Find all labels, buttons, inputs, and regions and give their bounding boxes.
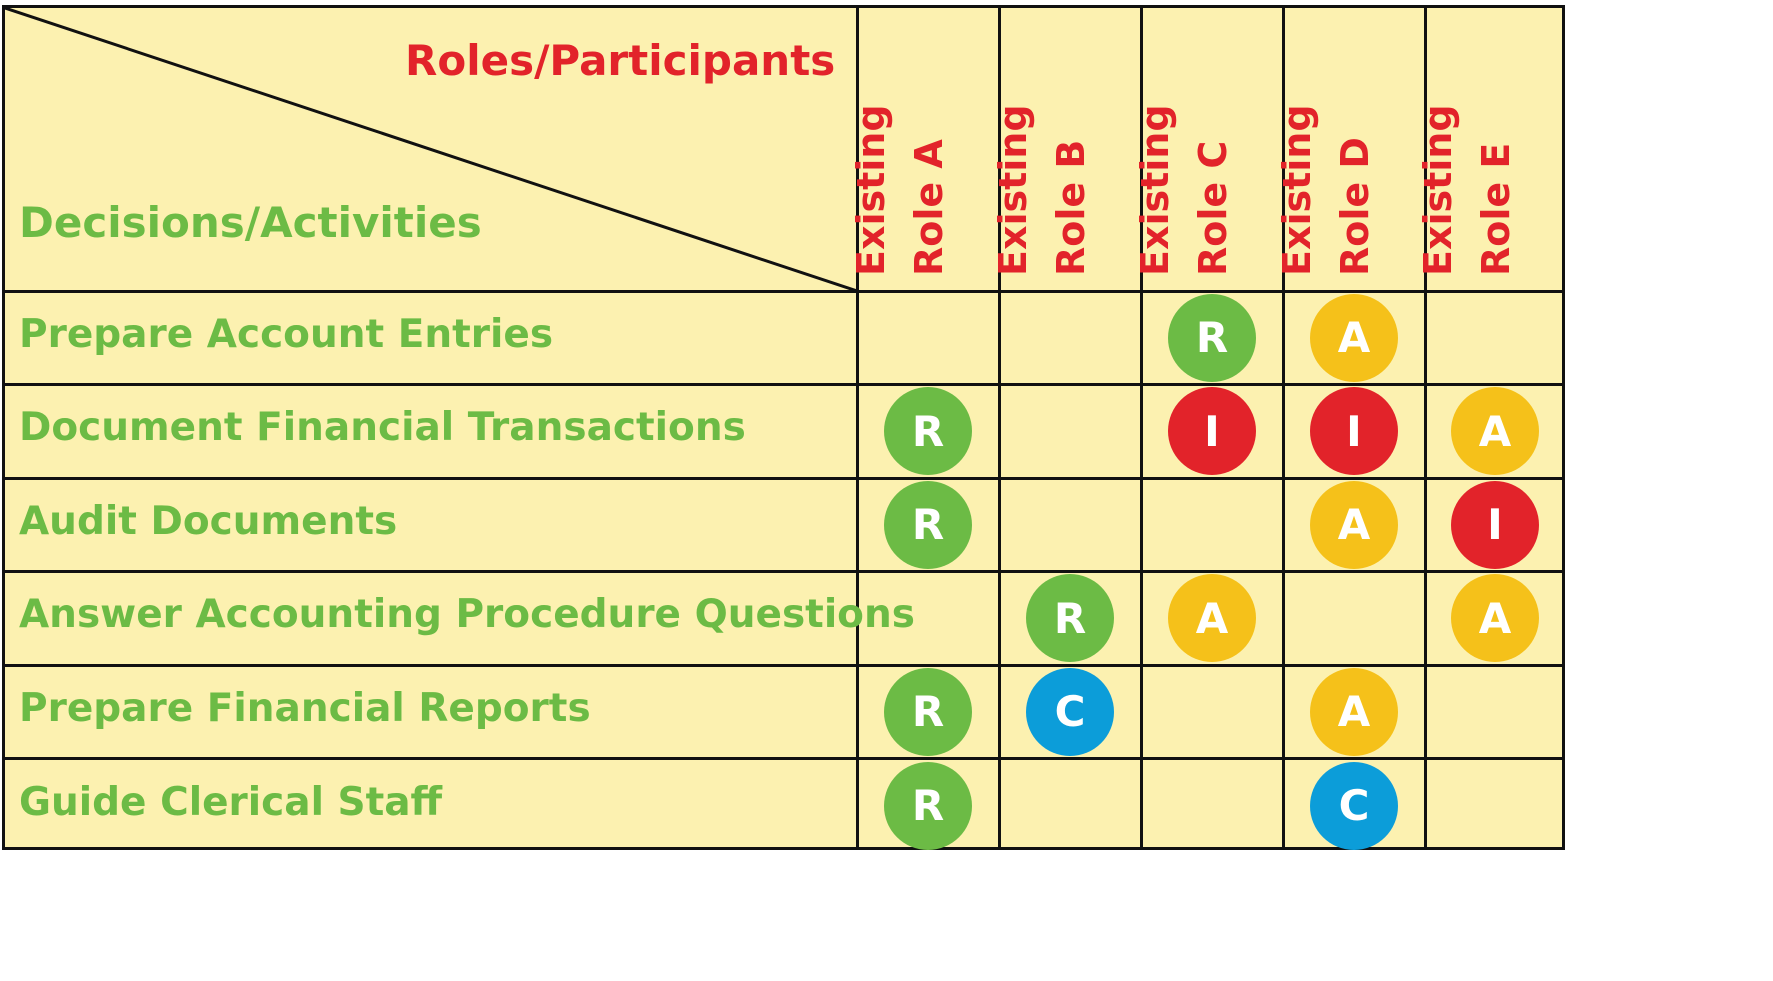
role-header-a: Existing Role A: [849, 8, 999, 290]
role-line-2: Role C: [1191, 140, 1235, 276]
role-line-1: Existing: [1416, 104, 1460, 276]
header-diagonal-divider: [5, 8, 857, 293]
activity-label: Audit Documents: [19, 498, 398, 544]
role-line-1: Existing: [991, 104, 1035, 276]
consulted-badge: C: [1026, 667, 1114, 756]
activity-label: Guide Clerical Staff: [19, 779, 443, 825]
informed-badge: I: [1310, 387, 1398, 475]
row-divider: [5, 757, 1562, 760]
activity-label: Answer Accounting Procedure Questions: [19, 592, 915, 637]
row-divider: [5, 664, 1562, 667]
row-divider: [5, 290, 1562, 293]
accountable-badge: A: [1451, 574, 1539, 662]
roles-participants-header: Roles/Participants: [405, 36, 836, 85]
activity-label: Document Financial Transactions: [19, 405, 746, 450]
role-header-text: Existing Role A: [842, 104, 958, 276]
activity-label: Prepare Account Entries: [19, 311, 554, 357]
role-header-d: Existing Role D: [1275, 8, 1425, 290]
column-divider: [1282, 8, 1285, 847]
role-line-2: Role E: [1474, 142, 1518, 276]
activity-label: Prepare Financial Reports: [19, 685, 591, 731]
column-divider: [1424, 8, 1427, 847]
row-divider: [5, 570, 1562, 573]
column-divider: [1140, 8, 1143, 847]
role-header-text: Existing Role E: [1409, 104, 1525, 276]
decisions-activities-header: Decisions/Activities: [19, 198, 482, 247]
informed-badge: I: [1451, 480, 1539, 569]
role-line-2: Role A: [907, 139, 951, 276]
role-line-2: Role B: [1049, 139, 1093, 276]
accountable-badge: A: [1310, 480, 1398, 569]
role-header-c: Existing Role C: [1133, 8, 1283, 290]
accountable-badge: A: [1310, 293, 1398, 382]
row-divider: [5, 383, 1562, 386]
role-header-b: Existing Role B: [991, 8, 1141, 290]
role-line-1: Existing: [849, 104, 893, 276]
accountable-badge: A: [1168, 574, 1256, 662]
row-divider: [5, 477, 1562, 480]
responsible-badge: R: [884, 387, 972, 475]
column-divider: [856, 8, 859, 847]
role-header-text: Existing Role C: [1126, 104, 1242, 276]
role-header-text: Existing Role D: [1268, 104, 1384, 276]
responsible-badge: R: [1026, 574, 1114, 662]
raci-matrix: Roles/Participants Decisions/Activities …: [2, 5, 1565, 850]
responsible-badge: R: [884, 667, 972, 756]
accountable-badge: A: [1310, 667, 1398, 756]
role-header-text: Existing Role B: [984, 104, 1100, 276]
accountable-badge: A: [1451, 387, 1539, 475]
consulted-badge: C: [1310, 761, 1398, 850]
responsible-badge: R: [1168, 293, 1256, 382]
role-header-e: Existing Role E: [1416, 8, 1565, 290]
informed-badge: I: [1168, 387, 1256, 475]
role-line-1: Existing: [1275, 104, 1319, 276]
role-line-1: Existing: [1133, 104, 1177, 276]
responsible-badge: R: [884, 761, 972, 850]
column-divider: [998, 8, 1001, 847]
role-line-2: Role D: [1333, 137, 1377, 276]
responsible-badge: R: [884, 480, 972, 569]
